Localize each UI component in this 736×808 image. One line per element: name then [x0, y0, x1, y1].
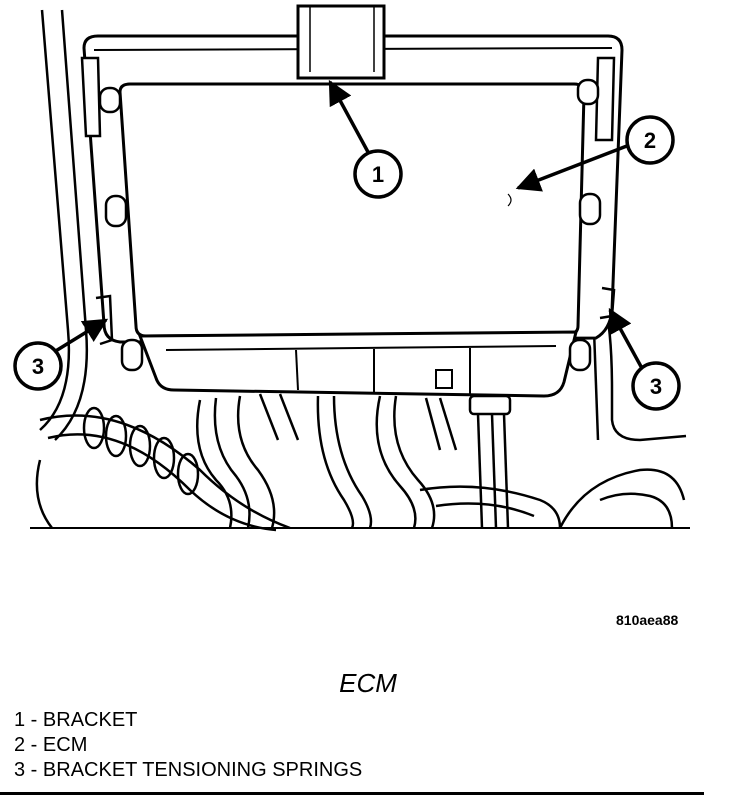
callout-3-right-label: 3 — [650, 374, 662, 399]
legend-label: BRACKET — [42, 709, 138, 731]
callout-2-label: 2 — [644, 128, 656, 153]
figure-id: 810aea88 — [616, 612, 679, 628]
callout-1-label: 1 — [372, 162, 384, 187]
callout-3-right: 3 — [631, 361, 681, 411]
legend-number: 3 — [14, 759, 26, 781]
legend-separator: - — [25, 759, 43, 781]
figure-caption: ECM — [339, 668, 397, 698]
ecm-module — [118, 82, 586, 398]
wiring-harness — [30, 393, 690, 532]
legend-separator: - — [25, 709, 43, 731]
legend-number: 1 — [14, 709, 26, 731]
legend-item: 3 - BRACKET TENSIONING SPRINGS — [14, 758, 362, 783]
legend: 1 - BRACKET 2 - ECM 3 - BRACKET TENSIONI… — [14, 708, 362, 783]
legend-item: 1 - BRACKET — [14, 708, 362, 733]
bottom-rule — [0, 792, 704, 795]
tensioning-springs — [95, 286, 616, 346]
callout-1: 1 — [353, 149, 403, 199]
callout-leaders — [53, 79, 646, 373]
callout-3-left-label: 3 — [32, 354, 44, 379]
legend-item: 2 - ECM — [14, 733, 362, 758]
legend-separator: - — [25, 734, 43, 756]
legend-number: 2 — [14, 734, 26, 756]
mounting-studs — [98, 78, 602, 372]
callout-3-left: 3 — [13, 341, 63, 391]
ecm-illustration: 1 2 3 3 — [13, 4, 690, 532]
legend-label: ECM — [42, 734, 88, 756]
legend-label: BRACKET TENSIONING SPRINGS — [42, 759, 363, 781]
callout-2: 2 — [625, 115, 675, 165]
